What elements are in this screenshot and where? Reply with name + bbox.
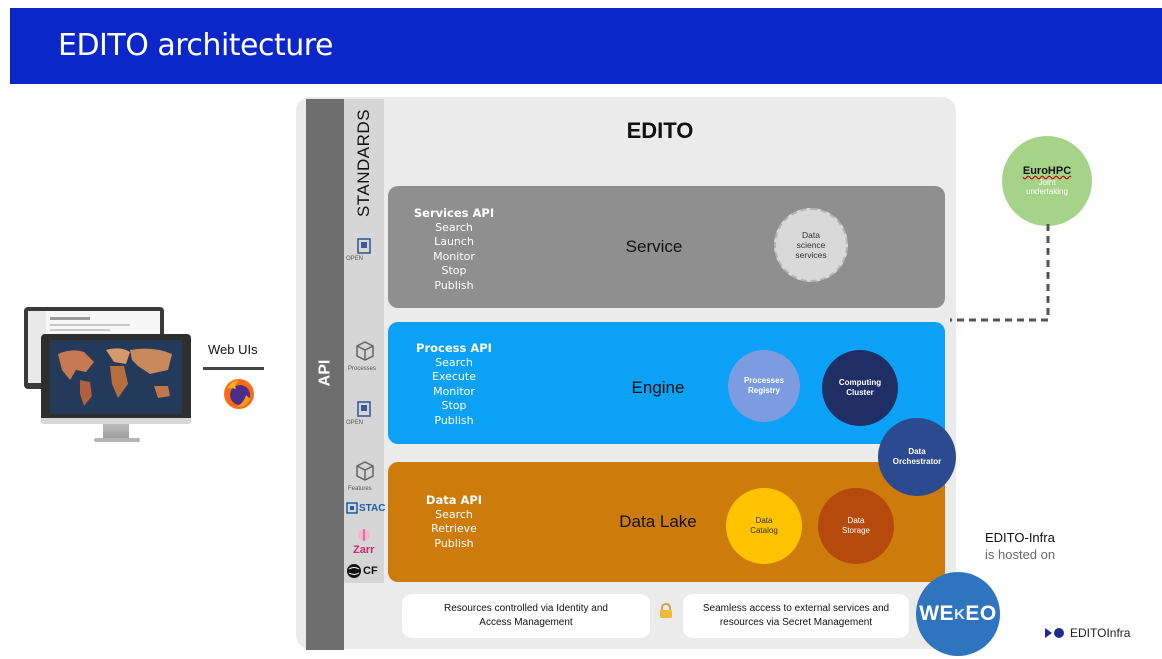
services-api-item: Search — [435, 220, 473, 234]
zarr-icon — [356, 528, 372, 547]
edito-infra-logo-icon — [1045, 628, 1064, 638]
edito-infra-logo: EDITOInfra — [1044, 626, 1130, 640]
data-science-services-circle: Data science services — [774, 208, 848, 282]
data-api-item: Search — [435, 507, 473, 521]
hosted-on-label: is hosted on — [985, 547, 1056, 562]
process-api-block: Process API Search Execute Monitor Stop … — [409, 341, 499, 428]
api-bar — [306, 99, 344, 650]
lock-icon — [659, 603, 673, 619]
processes-cube-icon — [354, 340, 376, 367]
services-api-item: Launch — [434, 235, 474, 248]
data-orchestrator-circle: Data Orchestrator — [878, 418, 956, 496]
data-api-block: Data API Search Retrieve Publish — [409, 493, 499, 551]
secret-management-box: Seamless access to external services and… — [683, 594, 909, 638]
services-api-item: Publish — [434, 278, 474, 292]
zarr-label: Zarr — [353, 544, 375, 556]
ogc-api-icon — [357, 238, 371, 259]
data-api-item: Publish — [434, 536, 474, 550]
firefox-icon — [222, 377, 256, 411]
computing-cluster-circle: Computing Cluster — [822, 350, 898, 426]
data-api-title: Data API — [425, 493, 483, 507]
open-caption: OPEN — [346, 256, 364, 262]
features-cube-icon — [354, 460, 376, 487]
standards-label: STANDARDS — [354, 108, 373, 218]
title-banner: EDITO architecture — [10, 8, 1162, 84]
ogc-api-icon-2 — [357, 401, 371, 422]
services-api-item: Monitor — [433, 249, 475, 263]
data-lake-layer-name: Data Lake — [619, 512, 697, 531]
process-api-item: Monitor — [433, 384, 475, 398]
api-label: API — [315, 359, 333, 387]
web-connection-line — [203, 367, 264, 370]
features-caption: Features — [348, 486, 372, 492]
data-storage-circle: Data Storage — [818, 488, 894, 564]
services-api-item: Stop — [441, 264, 467, 277]
monitor-stand-base — [94, 438, 140, 442]
web-uis-label: Web UIs — [208, 342, 258, 357]
process-api-item: Stop — [441, 399, 467, 412]
process-api-item: Search — [435, 355, 473, 369]
process-api-item: Execute — [432, 370, 476, 383]
process-api-title: Process API — [416, 341, 492, 355]
iam-box: Resources controlled via Identity and Ac… — [402, 594, 650, 638]
services-api-block: Services API Search Launch Monitor Stop … — [409, 206, 499, 293]
processes-caption: Processes — [348, 366, 377, 372]
eurohpc-connector — [950, 224, 1050, 322]
eurohpc-circle: EuroHPC Joint undertaking — [1002, 136, 1092, 226]
front-monitor-image — [41, 334, 191, 424]
services-api-title: Services API — [413, 206, 495, 220]
eurohpc-title: EuroHPC — [1022, 165, 1072, 177]
engine-layer-name: Engine — [631, 378, 685, 397]
data-catalog-circle: Data Catalog — [726, 488, 802, 564]
processes-registry-circle: Processes Registry — [728, 350, 800, 422]
data-api-item: Retrieve — [431, 522, 477, 535]
monitor-stand — [103, 424, 129, 440]
open-caption-2: OPEN — [346, 420, 364, 426]
service-layer-name: Service — [625, 237, 683, 256]
service-layer — [388, 186, 945, 308]
edito-title: EDITO — [626, 118, 694, 143]
process-api-item: Publish — [434, 413, 474, 427]
page-title: EDITO architecture — [58, 28, 333, 63]
stac-logo: STAC — [346, 502, 385, 514]
edito-infra-label: EDITO-Infra — [985, 530, 1055, 545]
cf-logo: CF — [346, 563, 378, 579]
eurohpc-subtitle: Joint undertaking — [1026, 178, 1068, 196]
